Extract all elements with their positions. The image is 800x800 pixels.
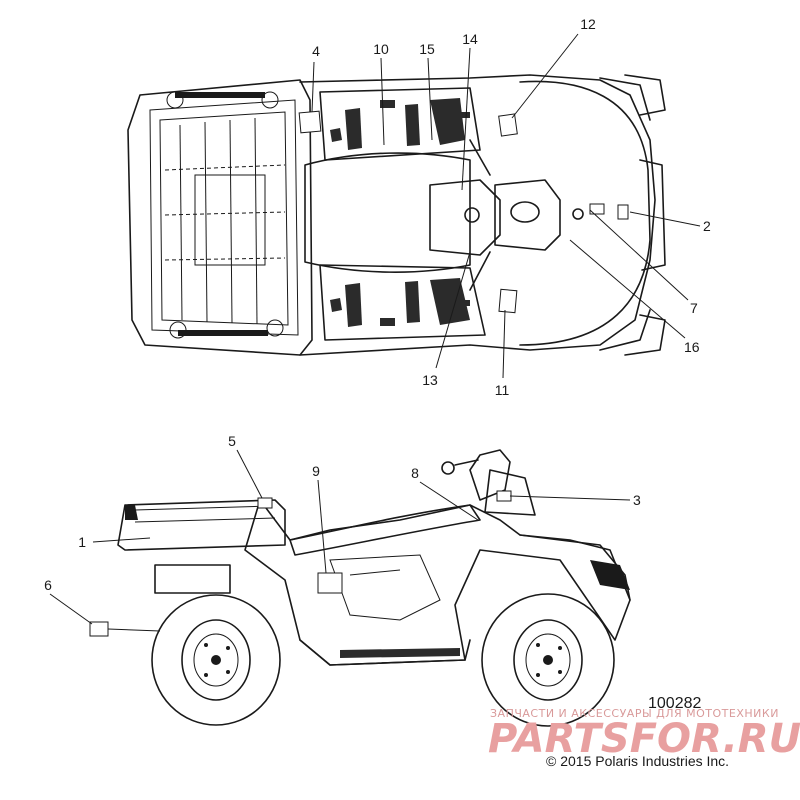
front-tire-top: [624, 74, 666, 116]
callout-15: 15: [419, 41, 435, 57]
callout-4: 4: [312, 43, 320, 59]
side-handlebar-pod: [469, 449, 511, 501]
side-body: [244, 499, 631, 666]
decal-11: [498, 288, 518, 314]
decal-2: [617, 204, 629, 220]
fuel-tank: [429, 179, 501, 256]
body-outline: [299, 74, 656, 356]
fuel-cap: [464, 207, 480, 223]
decal-4: [298, 110, 322, 134]
decal-12: [498, 113, 518, 137]
front-pod: [484, 469, 536, 516]
callout-7: 7: [690, 300, 698, 316]
key-switch: [572, 208, 584, 220]
front-fender: [519, 80, 651, 346]
callout-11: 11: [495, 382, 510, 398]
watermark-brand: PARTSFOR.RU: [488, 716, 800, 762]
rear-rack: [127, 79, 313, 356]
callout-9: 9: [312, 463, 320, 479]
callout-14: 14: [462, 31, 478, 47]
rear-light-bar-top: [175, 92, 265, 98]
copyright: © 2015 Polaris Industries Inc.: [546, 753, 729, 769]
headlight: [590, 560, 630, 590]
callout-16: 16: [684, 339, 700, 355]
seat: [304, 152, 471, 273]
rear-storage-box: [154, 564, 231, 594]
callout-6: 6: [44, 577, 52, 593]
front-wheel: [481, 593, 615, 727]
callout-13: 13: [422, 372, 438, 388]
decal-6: [89, 621, 109, 637]
rear-rack-slats: [164, 117, 286, 325]
footwell-top: [319, 87, 481, 161]
rear-light-bar-bottom: [178, 330, 268, 336]
leaders-side: [49, 449, 631, 632]
callout-8: 8: [411, 465, 419, 481]
callout-10: 10: [373, 41, 389, 57]
watermark-tagline: ЗАПЧАСТИ И АКСЕССУАРЫ ДЛЯ МОТОТЕХНИКИ: [490, 707, 779, 720]
side-seat: [289, 504, 481, 556]
callout-labels: 1 2 3 4 5 6 7 8 9 10 11 12 13 14 15 16: [44, 16, 711, 593]
decal-9: [317, 572, 343, 594]
callout-2: 2: [703, 218, 711, 234]
front-tire-bottom: [624, 314, 666, 356]
callout-3: 3: [633, 492, 641, 508]
callout-1: 1: [78, 534, 86, 550]
callout-5: 5: [228, 433, 236, 449]
decal-5: [257, 497, 273, 509]
rear-wheel: [151, 594, 281, 726]
atv-side-view: [89, 449, 631, 727]
leaders-top: [311, 33, 701, 379]
handlebar-grip: [441, 461, 455, 475]
front-bumper: [639, 159, 666, 271]
decal-7: [589, 203, 605, 215]
footwell-bottom: [319, 264, 486, 341]
callout-12: 12: [580, 16, 596, 32]
handlebar-pod: [494, 179, 561, 251]
atv-top-view: [127, 74, 666, 356]
reference-number: 100282: [648, 695, 701, 712]
decal-3: [496, 490, 512, 502]
